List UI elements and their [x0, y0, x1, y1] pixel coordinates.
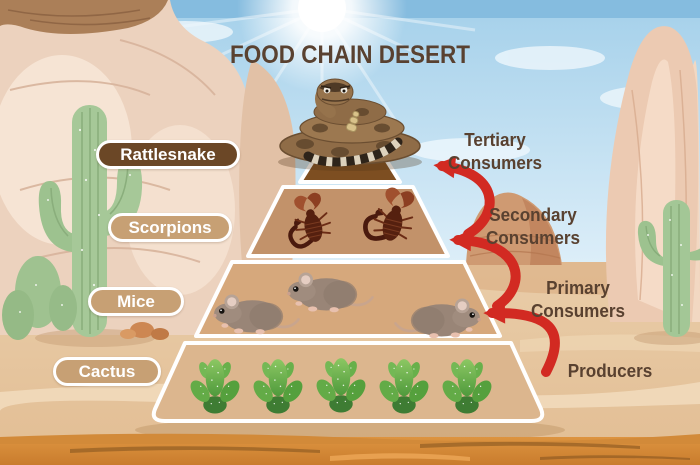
label-scorpions: Scorpions: [108, 213, 232, 242]
arrow-secondary-to-tertiary-icon: [433, 156, 495, 239]
rattlesnake-illustration: [278, 78, 422, 171]
arrow-primary-to-secondary-icon: [449, 229, 521, 311]
role-producers: Producers: [567, 361, 653, 381]
role-primary-consumers: Primary Consumers: [530, 278, 626, 322]
pyramid-level-secondary: [246, 185, 450, 258]
page-title: FOOD CHAIN DESERT: [229, 41, 471, 69]
label-rattlesnake: Rattlesnake: [96, 140, 240, 169]
arrow-producers-to-primary-icon: [483, 301, 560, 377]
flow-arrows: [433, 156, 560, 377]
role-tertiary-consumers: Tertiary Consumers: [447, 130, 543, 174]
saguaro-cactus-right: [634, 200, 700, 345]
label-mice: Mice: [88, 287, 184, 316]
rattle-icon: [345, 110, 360, 133]
label-cactus: Cactus: [53, 357, 161, 386]
rocks: [120, 322, 169, 340]
role-secondary-consumers: Secondary Consumers: [485, 205, 581, 249]
